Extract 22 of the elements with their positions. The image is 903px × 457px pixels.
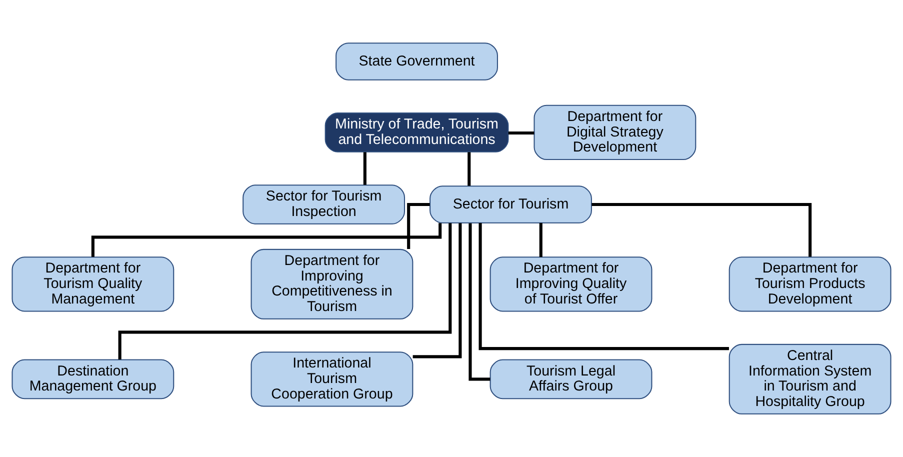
node-box: International Tourism Cooperation Group <box>250 352 414 407</box>
connector <box>508 131 534 135</box>
node-box: Department for Tourism Quality Management <box>12 256 174 312</box>
node-box: Tourism Legal Affairs Group <box>490 359 652 400</box>
connector <box>468 152 471 186</box>
node-box: Ministry of Trade, Tourism and Telecommunications <box>324 112 509 152</box>
node-box: Department for Digital Strategy Development <box>534 104 696 160</box>
node-box: Central Information System in Tourism and Hospitality Group <box>728 344 892 414</box>
connector <box>539 222 542 258</box>
connector <box>118 223 452 360</box>
connector <box>412 223 462 358</box>
node-box: Destination Management Group <box>12 359 174 400</box>
node-box: Sector for Tourism <box>430 186 592 224</box>
connector <box>592 202 812 257</box>
node-box: Department for Improving Competitiveness in Tourism <box>250 248 414 320</box>
connector <box>478 223 729 350</box>
node-box: Sector for Tourism Inspection <box>242 184 406 224</box>
node-box: State Government <box>336 42 498 80</box>
node-box: Department for Tourism Products Development <box>728 256 892 312</box>
connector <box>407 202 430 249</box>
connector <box>363 152 366 185</box>
node-box: Department for Improving Quality of Tourist Offer <box>490 256 652 312</box>
